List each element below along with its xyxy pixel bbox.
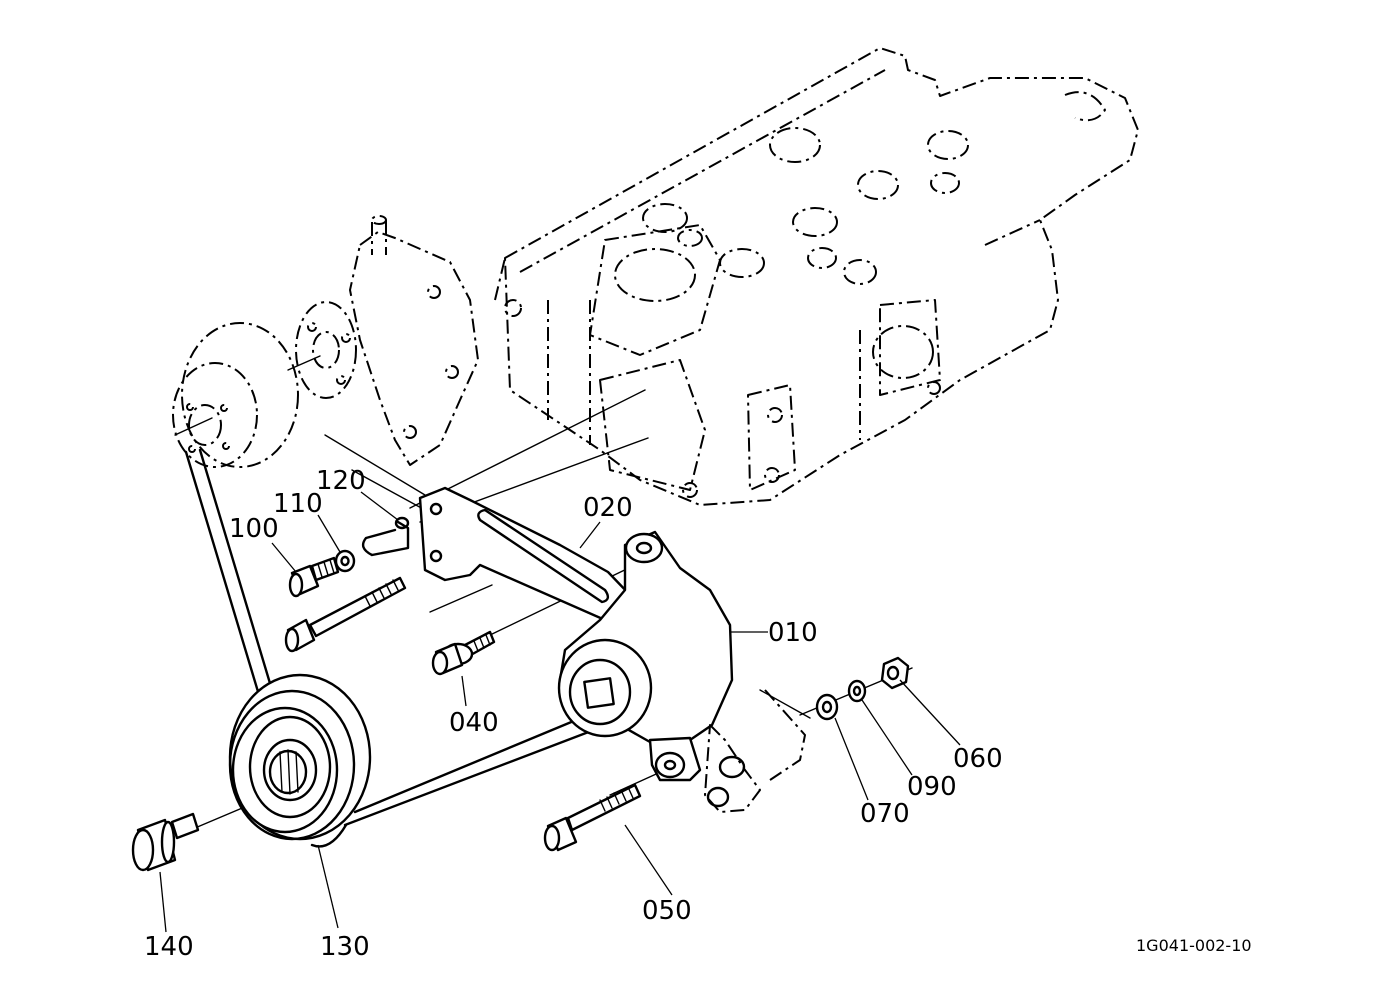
label-part-140: 140 bbox=[144, 932, 194, 962]
label-part-100: 100 bbox=[229, 514, 279, 544]
bolt-050[interactable] bbox=[543, 783, 642, 852]
fan-pulley-outline bbox=[172, 322, 321, 468]
water-pump-outline bbox=[295, 215, 479, 466]
label-part-070: 070 bbox=[860, 799, 910, 829]
label-part-090: 090 bbox=[907, 772, 957, 802]
label-part-120: 120 bbox=[316, 466, 366, 496]
long-bolt[interactable] bbox=[284, 576, 407, 653]
drive-belt bbox=[184, 448, 622, 848]
diagram-code: 1G041-002-10 bbox=[1136, 936, 1252, 955]
nut-060[interactable] bbox=[880, 656, 910, 690]
label-part-040: 040 bbox=[449, 708, 499, 738]
flange-bolt-040[interactable] bbox=[431, 630, 496, 676]
label-part-020: 020 bbox=[583, 493, 633, 523]
tensioner-pulley-assembly[interactable] bbox=[557, 530, 806, 813]
bolt-100[interactable] bbox=[288, 556, 340, 598]
washer-070[interactable] bbox=[815, 693, 839, 721]
label-part-130: 130 bbox=[320, 932, 370, 962]
leader-lines bbox=[159, 491, 961, 933]
part-labels: 010 020 040 050 060 070 090 100 110 120 … bbox=[144, 466, 1003, 962]
washer-090[interactable] bbox=[847, 679, 867, 703]
label-part-010: 010 bbox=[768, 618, 818, 648]
label-part-050: 050 bbox=[642, 896, 692, 926]
idler-pulley-130[interactable] bbox=[228, 673, 372, 841]
engine-cylinder-head-outline bbox=[494, 47, 1139, 506]
pulley-bolt-140[interactable] bbox=[131, 812, 200, 872]
washer-110[interactable] bbox=[334, 549, 356, 573]
label-part-060: 060 bbox=[953, 744, 1003, 774]
wire-clip[interactable] bbox=[361, 516, 410, 557]
label-part-110: 110 bbox=[273, 489, 323, 519]
